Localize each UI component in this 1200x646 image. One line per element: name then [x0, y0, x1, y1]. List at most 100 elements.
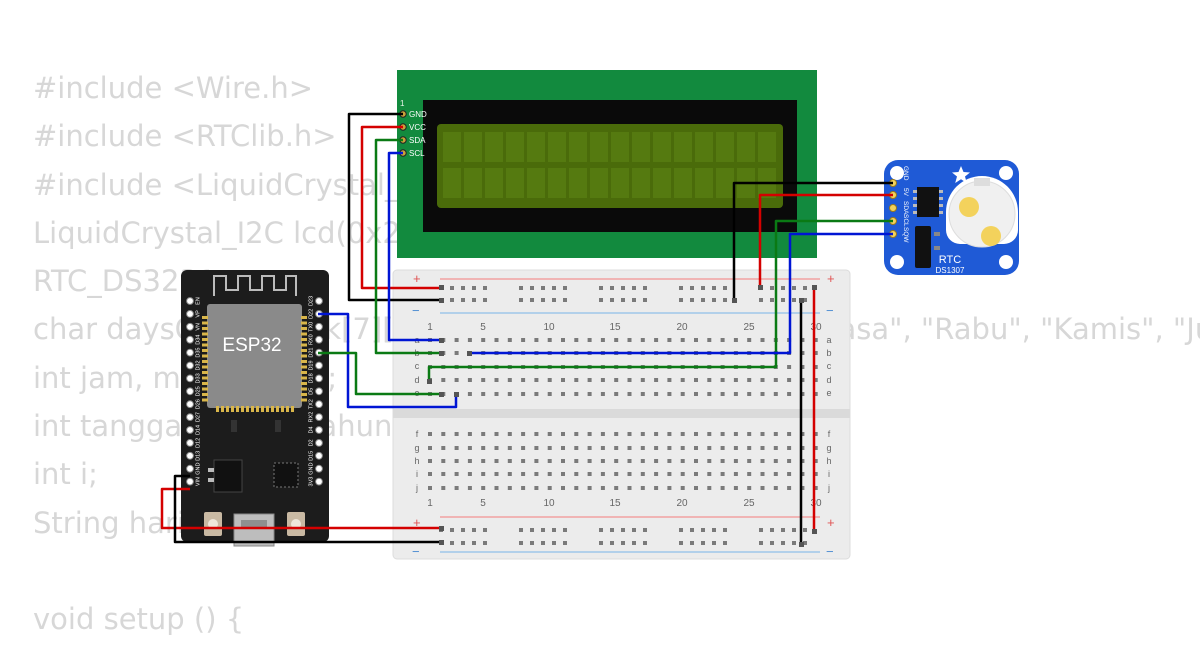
- rail-hole[interactable]: [712, 541, 716, 545]
- breadboard-hole[interactable]: [813, 351, 818, 355]
- breadboard-hole[interactable]: [534, 378, 539, 382]
- rail-hole[interactable]: [610, 528, 614, 532]
- breadboard-hole[interactable]: [800, 432, 805, 436]
- rail-hole[interactable]: [541, 286, 545, 290]
- esp32-pin[interactable]: [315, 477, 323, 486]
- esp32-pin[interactable]: [186, 322, 194, 331]
- rail-hole[interactable]: [519, 286, 523, 290]
- breadboard-hole[interactable]: [587, 392, 592, 396]
- breadboard-hole[interactable]: [760, 432, 765, 436]
- rail-hole[interactable]: [450, 286, 454, 290]
- rail-hole[interactable]: [563, 286, 567, 290]
- breadboard-hole[interactable]: [428, 459, 432, 463]
- rail-hole[interactable]: [472, 298, 476, 302]
- breadboard-hole[interactable]: [547, 338, 552, 342]
- breadboard-hole[interactable]: [733, 472, 738, 476]
- breadboard-hole[interactable]: [707, 432, 712, 436]
- breadboard-hole[interactable]: [587, 459, 592, 463]
- breadboard-hole[interactable]: [521, 472, 526, 476]
- breadboard-hole[interactable]: [747, 459, 752, 463]
- breadboard-hole[interactable]: [481, 338, 486, 342]
- rail-hole[interactable]: [483, 528, 487, 532]
- breadboard-hole[interactable]: [813, 378, 818, 382]
- rail-hole[interactable]: [690, 286, 694, 290]
- breadboard-hole[interactable]: [467, 472, 472, 476]
- breadboard-hole[interactable]: [760, 378, 765, 382]
- rail-hole[interactable]: [632, 541, 636, 545]
- breadboard-hole[interactable]: [507, 432, 512, 436]
- breadboard-hole[interactable]: [800, 459, 805, 463]
- breadboard-hole[interactable]: [521, 459, 526, 463]
- breadboard-hole[interactable]: [467, 486, 472, 490]
- breadboard-hole[interactable]: [707, 459, 712, 463]
- breadboard-hole[interactable]: [707, 338, 712, 342]
- breadboard-hole[interactable]: [654, 486, 659, 490]
- breadboard-hole[interactable]: [614, 392, 619, 396]
- rail-hole[interactable]: [541, 528, 545, 532]
- rail-hole[interactable]: [610, 541, 614, 545]
- breadboard-hole[interactable]: [733, 459, 738, 463]
- breadboard-hole[interactable]: [561, 446, 565, 450]
- breadboard-hole[interactable]: [680, 486, 685, 490]
- breadboard-hole[interactable]: [600, 378, 605, 382]
- breadboard-hole[interactable]: [800, 486, 805, 490]
- breadboard-hole[interactable]: [521, 392, 526, 396]
- breadboard-hole[interactable]: [654, 378, 659, 382]
- breadboard-hole[interactable]: [760, 486, 765, 490]
- breadboard-hole[interactable]: [627, 432, 632, 436]
- rail-hole[interactable]: [552, 541, 556, 545]
- breadboard-hole[interactable]: [707, 392, 712, 396]
- esp32-pin[interactable]: [315, 387, 323, 396]
- breadboard-hole[interactable]: [627, 459, 632, 463]
- wire-rtc-gnd[interactable]: [732, 181, 893, 301]
- breadboard-hole[interactable]: [481, 486, 486, 490]
- breadboard-hole[interactable]: [454, 351, 459, 355]
- rtc-pin-sda[interactable]: [889, 204, 897, 212]
- breadboard-hole[interactable]: [747, 392, 752, 396]
- breadboard-hole[interactable]: [787, 365, 792, 369]
- rail-hole[interactable]: [803, 528, 807, 532]
- rail-hole[interactable]: [792, 541, 796, 545]
- rail-hole[interactable]: [690, 298, 694, 302]
- rail-hole[interactable]: [552, 286, 556, 290]
- breadboard-hole[interactable]: [481, 459, 486, 463]
- breadboard-hole[interactable]: [600, 338, 605, 342]
- rail-hole[interactable]: [701, 528, 705, 532]
- rail-hole[interactable]: [552, 298, 556, 302]
- breadboard-hole[interactable]: [640, 472, 645, 476]
- breadboard-hole[interactable]: [574, 378, 579, 382]
- breadboard-hole[interactable]: [481, 472, 486, 476]
- esp32-pin[interactable]: [186, 348, 194, 357]
- rail-hole[interactable]: [541, 541, 545, 545]
- breadboard-hole[interactable]: [733, 486, 738, 490]
- rail-hole[interactable]: [461, 541, 465, 545]
- breadboard-hole[interactable]: [720, 472, 725, 476]
- rail-hole[interactable]: [530, 286, 534, 290]
- breadboard-hole[interactable]: [521, 486, 526, 490]
- breadboard-hole[interactable]: [813, 472, 818, 476]
- breadboard-hole[interactable]: [467, 459, 472, 463]
- breadboard-hole[interactable]: [707, 446, 712, 450]
- breadboard-hole[interactable]: [441, 459, 446, 463]
- rail-hole[interactable]: [770, 541, 774, 545]
- esp32-pin[interactable]: [315, 451, 323, 460]
- breadboard-hole[interactable]: [733, 378, 738, 382]
- breadboard-hole[interactable]: [800, 392, 805, 396]
- breadboard-hole[interactable]: [813, 446, 818, 450]
- breadboard-hole[interactable]: [800, 351, 805, 355]
- breadboard-hole[interactable]: [454, 338, 459, 342]
- rail-hole[interactable]: [461, 298, 465, 302]
- esp32-pin[interactable]: [315, 374, 323, 383]
- breadboard-hole[interactable]: [587, 338, 592, 342]
- breadboard-hole[interactable]: [481, 432, 486, 436]
- breadboard-hole[interactable]: [760, 446, 765, 450]
- rail-hole[interactable]: [723, 541, 727, 545]
- rail-hole[interactable]: [759, 541, 763, 545]
- breadboard-hole[interactable]: [587, 446, 592, 450]
- breadboard-hole[interactable]: [547, 472, 552, 476]
- breadboard-hole[interactable]: [534, 486, 539, 490]
- breadboard[interactable]: + + − − + + − − 1 5 10 15 20 25 30 1 5 1…: [392, 269, 851, 560]
- esp32-pin[interactable]: [186, 439, 194, 447]
- breadboard-hole[interactable]: [733, 338, 738, 342]
- breadboard-hole[interactable]: [760, 459, 765, 463]
